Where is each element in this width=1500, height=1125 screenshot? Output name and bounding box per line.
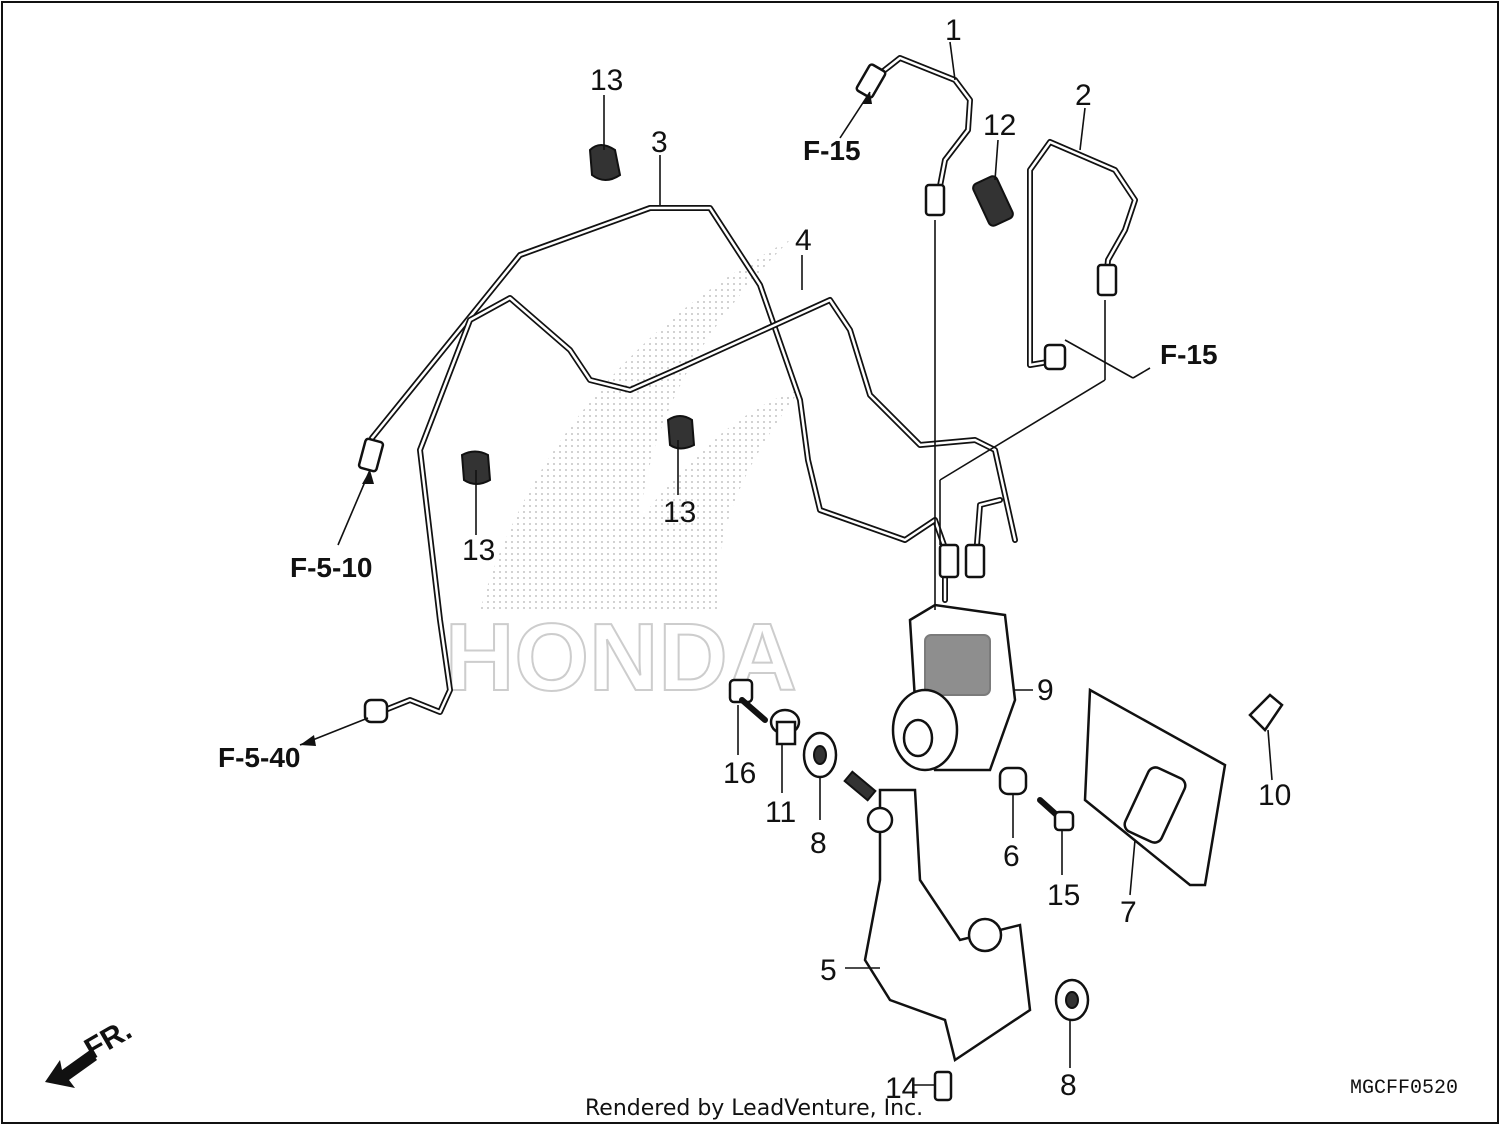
part-label-8-upper: 8	[810, 827, 827, 860]
bolt-14	[933, 1070, 953, 1102]
brake-pipe-2	[1027, 139, 1138, 368]
abs-bracket-5	[843, 770, 1032, 1063]
ref-label-f15-top: F-15	[803, 135, 861, 166]
pipe-fittings	[357, 63, 1118, 724]
grommet-8-lower	[1054, 978, 1090, 1022]
pipe-clip-13-top	[588, 144, 622, 181]
leader-lines	[475, 41, 1273, 1086]
part-label-6: 6	[1003, 840, 1020, 873]
honda-wing-logo: HONDA	[444, 240, 800, 712]
ref-label-f540: F-5-40	[218, 742, 300, 773]
collar-6	[998, 766, 1028, 796]
brake-pipe-1	[869, 55, 973, 215]
part-label-12: 12	[983, 109, 1016, 142]
part-label-8-lower: 8	[1060, 1069, 1077, 1102]
abs-modulator-9	[891, 603, 1017, 772]
part-label-11: 11	[765, 796, 796, 829]
sensor-10	[1248, 693, 1284, 732]
ref-arrows	[299, 91, 872, 746]
brake-pipe-4	[377, 295, 1018, 715]
part-label-13-left: 13	[462, 534, 495, 567]
footer-credit: Rendered by LeadVenture, Inc.	[585, 1096, 923, 1121]
pipe-clip-13-left	[460, 450, 492, 485]
front-direction-indicator: FR.	[45, 1013, 137, 1088]
diagram-code: MGCFF0520	[1350, 1077, 1458, 1100]
part-label-5: 5	[820, 954, 837, 987]
part-label-4: 4	[795, 224, 812, 257]
bolt-16	[728, 678, 768, 723]
part-label-15: 15	[1047, 879, 1080, 912]
part-label-3: 3	[651, 126, 668, 159]
reference-labels: F-15 F-15 F-5-10 F-5-40	[218, 135, 1218, 773]
part-label-14: 14	[885, 1072, 918, 1105]
part-label-10: 10	[1258, 779, 1291, 812]
collar-11	[769, 708, 801, 746]
part-label-13-top: 13	[590, 64, 623, 97]
pipe-clip-13-mid	[666, 415, 696, 450]
part-label-16: 16	[723, 757, 756, 790]
part-label-9: 9	[1037, 674, 1054, 707]
part-label-7: 7	[1120, 896, 1137, 929]
grommet-8-upper	[802, 731, 838, 779]
ref-label-f15-right: F-15	[1160, 339, 1218, 370]
part-label-13-mid: 13	[663, 496, 696, 529]
part-label-2: 2	[1075, 79, 1092, 112]
ref-label-f510: F-5-10	[290, 552, 372, 583]
front-arrow-icon	[45, 1050, 97, 1088]
bushing-12	[972, 175, 1014, 227]
bolt-15	[1037, 797, 1075, 832]
part-label-1: 1	[945, 14, 962, 47]
part-number-labels: 1 2 3 4 5 6 7 8 8 9 10 11 12 13 13 13 14…	[462, 14, 1291, 1105]
cover-7	[1083, 687, 1227, 887]
